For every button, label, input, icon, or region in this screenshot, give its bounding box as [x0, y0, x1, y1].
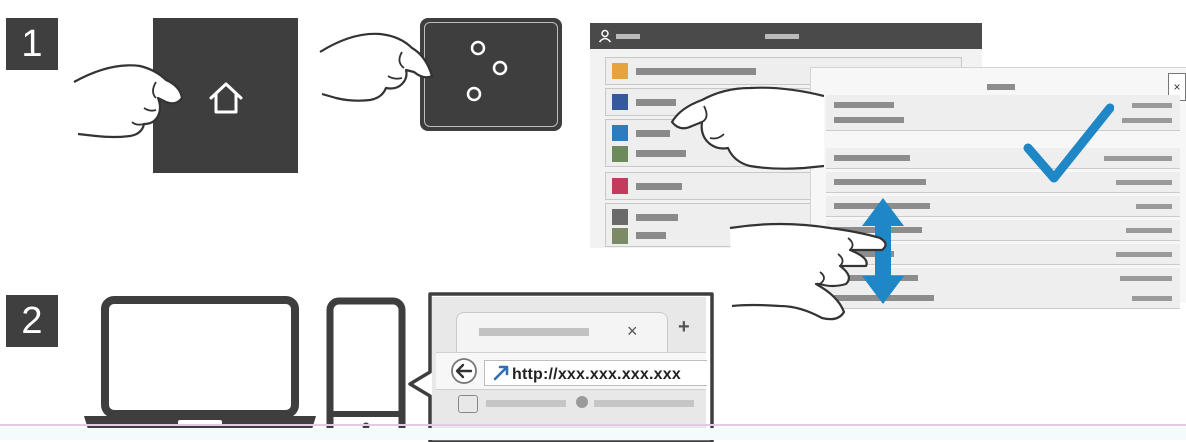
phone-icon	[325, 296, 407, 440]
app-icon	[612, 63, 628, 79]
bookmark-placeholder	[486, 400, 566, 407]
hand-scrolling-icon	[720, 222, 910, 334]
browser-tab[interactable]: ×	[456, 312, 668, 353]
new-tab-button[interactable]: +	[678, 316, 690, 339]
app-icon	[612, 228, 628, 244]
bookmark-placeholder	[594, 400, 694, 407]
dialog-title	[987, 84, 1015, 90]
app-icon	[612, 94, 628, 110]
three-circles-icon	[460, 36, 520, 108]
address-url: http://xxx.xxx.xxx.xxx	[512, 366, 681, 384]
hand-tapping-screen-icon	[664, 78, 824, 178]
tab-close-button[interactable]: ×	[627, 321, 638, 342]
app-icon	[612, 146, 628, 162]
checkmark-icon	[1022, 102, 1114, 186]
hand-pressing-home-icon	[70, 52, 190, 147]
footer-band	[0, 428, 1186, 440]
hand-pressing-apps-icon	[316, 26, 436, 106]
user-icon	[598, 29, 612, 43]
step-2-badge: 2	[6, 295, 58, 347]
dialog-row[interactable]	[826, 110, 1180, 131]
back-arrow-icon[interactable]	[450, 357, 478, 385]
home-icon	[206, 78, 246, 118]
dialog-row[interactable]	[826, 148, 1180, 169]
tab-title-placeholder	[479, 328, 589, 336]
link-icon	[492, 364, 510, 382]
bookmark-dot-icon	[576, 396, 588, 408]
app-icon	[612, 125, 628, 141]
step-1-badge: 1	[6, 18, 58, 70]
app-icon	[612, 209, 628, 225]
dialog-row[interactable]	[826, 172, 1180, 193]
search-icon[interactable]	[458, 395, 478, 413]
apps-button-panel[interactable]	[420, 18, 562, 131]
screen-header-bar	[590, 23, 982, 49]
laptop-icon	[78, 292, 322, 440]
footer-line	[0, 424, 1186, 426]
app-icon	[612, 178, 628, 194]
